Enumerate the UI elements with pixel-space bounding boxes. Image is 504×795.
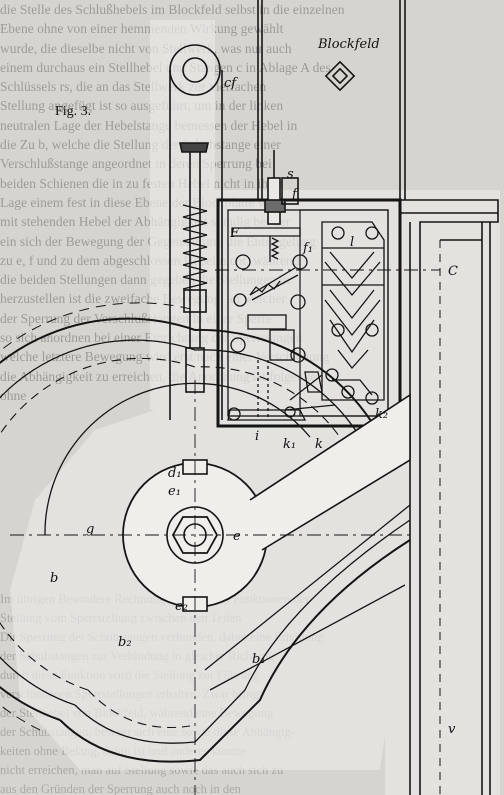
label-k2: k₂ <box>375 407 388 422</box>
figure-number: Fig. 3. <box>55 104 92 119</box>
right-column <box>409 222 491 795</box>
spring-rod <box>169 44 223 420</box>
hub-disc <box>10 269 440 795</box>
label-f1: f₁ <box>302 241 313 256</box>
background-text-bottom-line: aus den Gründen der Sperrung auch noch i… <box>0 782 241 795</box>
label-g: g <box>86 522 94 537</box>
label-d1: d₁ <box>168 466 182 481</box>
label-l: l <box>350 235 354 250</box>
background-text-top-line: wurde, die dieselbe nicht von Stellwerk,… <box>0 40 292 56</box>
label-f: f <box>291 187 299 202</box>
label-b: b <box>50 571 58 586</box>
label-e2: e₂ <box>175 599 188 614</box>
label-b2: b₂ <box>118 635 132 650</box>
blockfeld-label: Blockfeld <box>318 37 380 52</box>
lock-housing <box>216 150 499 428</box>
arc-body <box>0 302 411 763</box>
background-text-top-line: neutralen Lage der Hebelstange bemessen … <box>0 117 298 133</box>
label-s: s <box>287 167 294 182</box>
label-k1: k₁ <box>283 437 296 452</box>
label-k: k <box>315 437 323 452</box>
drawing-letters: cf F s f f₁ l C i k₁ k k₂ d₁ e₁ e g b e₂… <box>50 76 458 737</box>
label-cf: cf <box>224 76 238 91</box>
label-e: e <box>233 529 241 544</box>
lever-mechanism <box>227 227 336 421</box>
label-v: v <box>448 722 456 737</box>
label-e1: e₁ <box>168 484 181 499</box>
label-F: F <box>229 226 240 241</box>
label-i: i <box>255 429 259 444</box>
diamond-key-icon <box>324 60 356 92</box>
label-b1: b₁ <box>252 652 266 667</box>
label-C: C <box>448 264 458 279</box>
